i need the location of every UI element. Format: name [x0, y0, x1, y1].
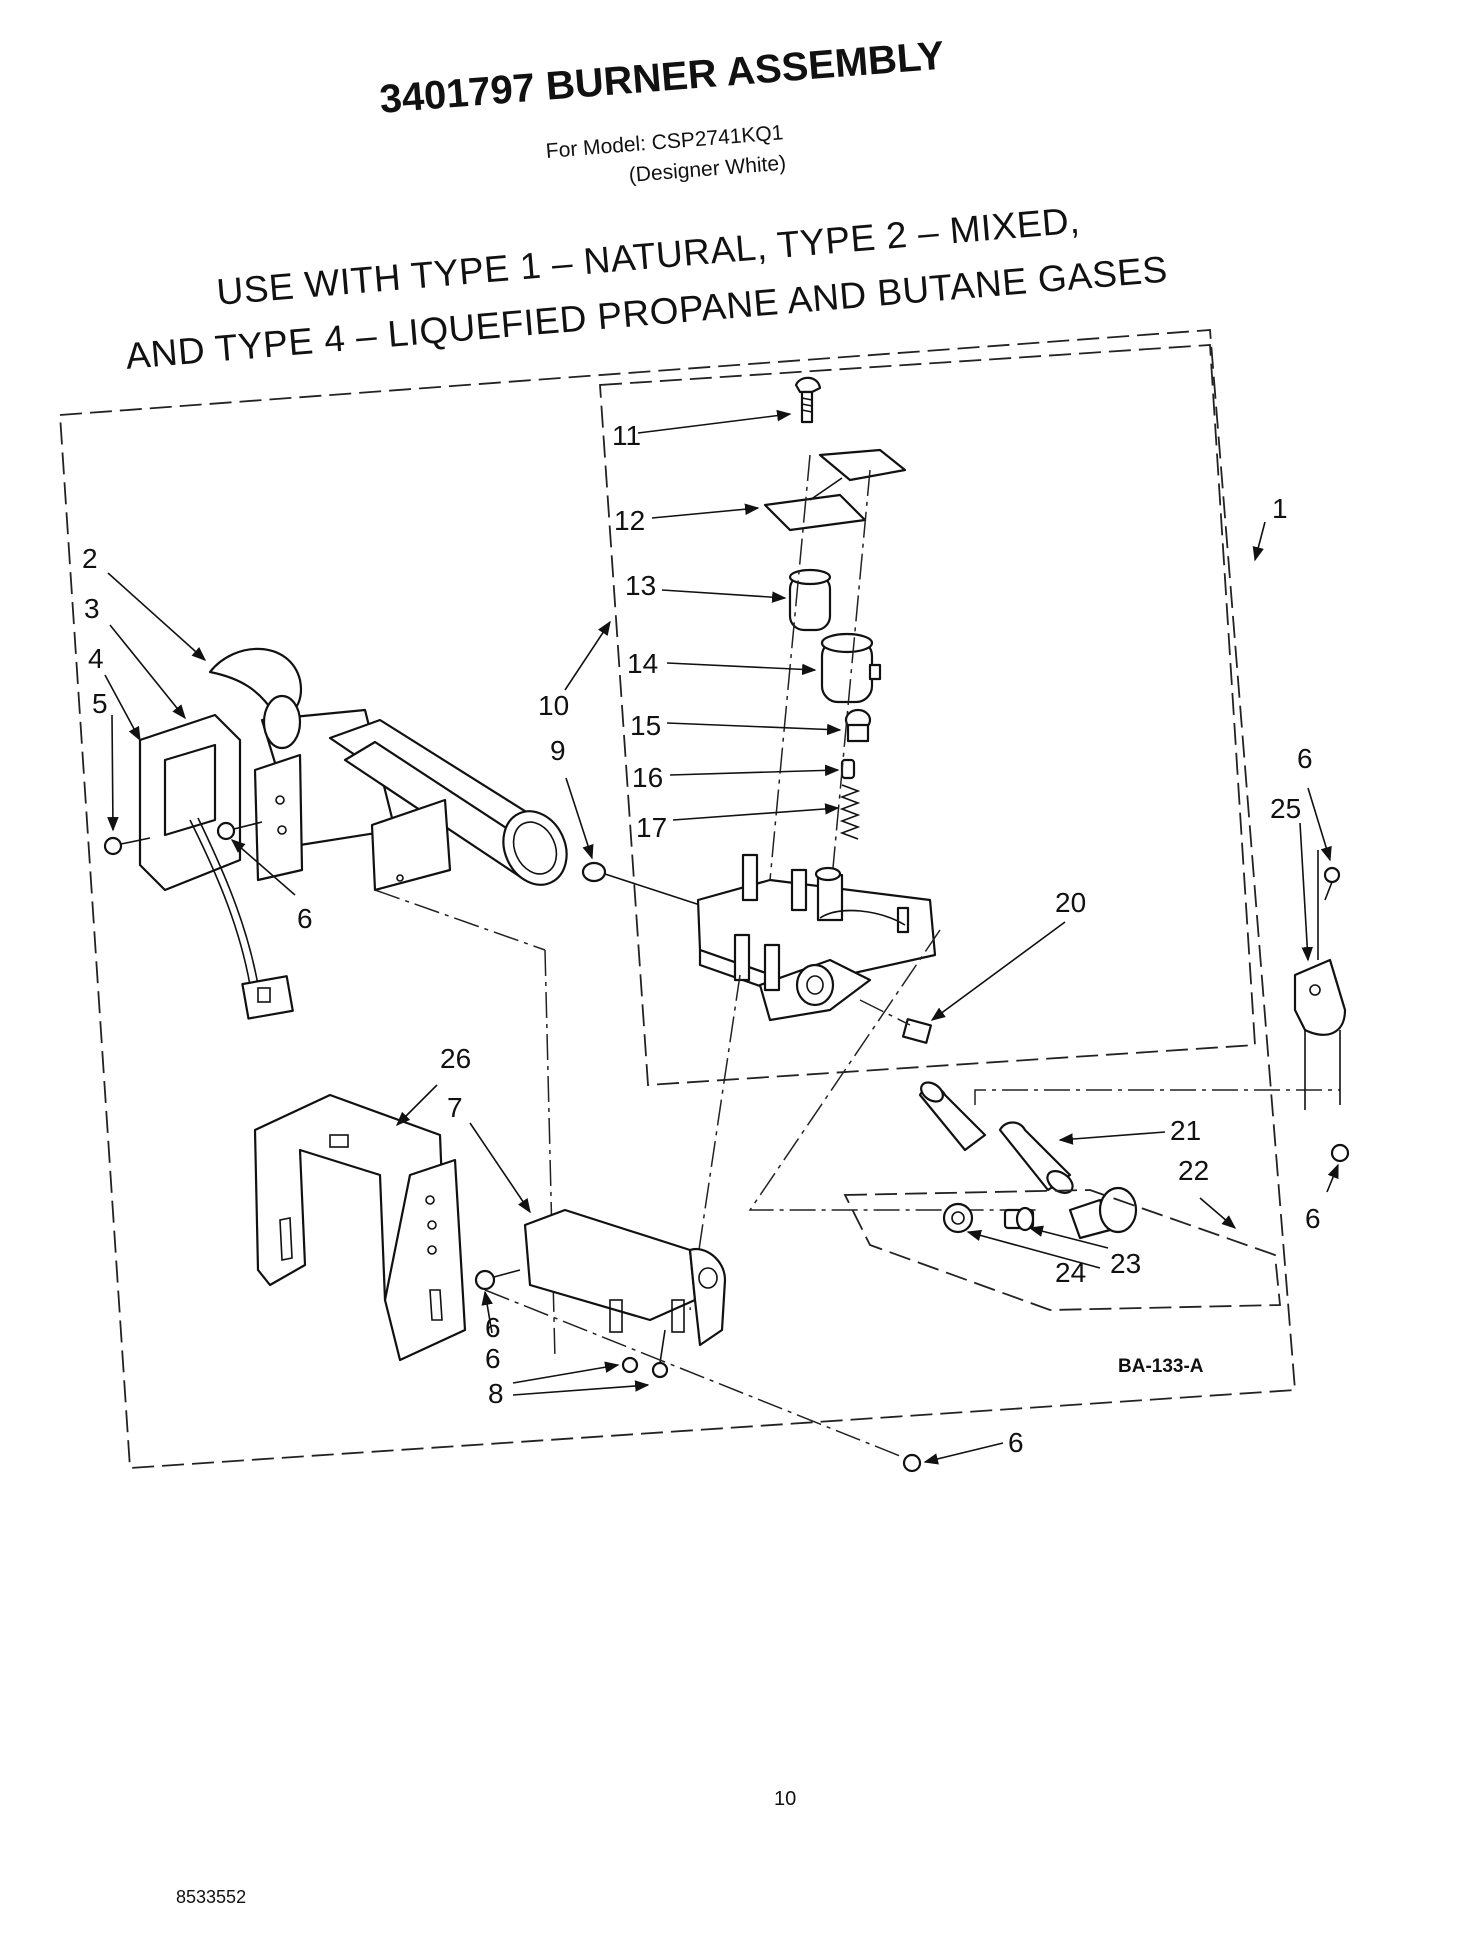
callout-6-bracket: 6 [485, 1312, 501, 1343]
callout-5: 5 [92, 688, 108, 719]
callout-3: 3 [84, 593, 100, 624]
fitting-group-boundary [843, 1189, 1281, 1311]
callout-2: 2 [82, 543, 98, 574]
callout-6-bracket-screw: 6 [485, 1343, 501, 1374]
callout-12: 12 [614, 505, 645, 536]
screw-6c [1323, 866, 1341, 901]
mounting-bracket-part [138, 713, 304, 892]
document-number: 8533552 [176, 1887, 247, 1907]
bracket-25-part [1293, 850, 1347, 1110]
callout-4: 4 [88, 643, 104, 674]
callout-16: 16 [632, 762, 663, 793]
callout-6-right-bottom: 6 [1305, 1203, 1321, 1234]
tube-to-bracket-line [374, 889, 546, 951]
callout-23: 23 [1110, 1248, 1141, 1279]
callout-1: 1 [1272, 493, 1288, 524]
stack-guide-lines [769, 454, 871, 901]
drawing-code: BA-133-A [1118, 1356, 1204, 1377]
callout-7: 7 [447, 1092, 463, 1123]
nut-15-part [844, 708, 872, 743]
callout-6-right-top: 6 [1297, 743, 1313, 774]
valve-to-fitting-line [748, 929, 1040, 1211]
valve-to-connector-line [859, 999, 911, 1026]
wire-harness-part [189, 817, 294, 1020]
callout-25: 25 [1270, 793, 1301, 824]
callout-21: 21 [1170, 1115, 1201, 1146]
pipe-group-bracket [974, 1089, 1340, 1105]
valve-group-boundary [599, 344, 1256, 1086]
orifice-9-part [581, 861, 701, 906]
screw-6d [1330, 1143, 1350, 1163]
screw-6f [621, 1356, 639, 1374]
callout-6-left: 6 [297, 903, 313, 934]
fitting-group-parts [942, 1186, 1138, 1240]
connector-20-part [901, 1018, 933, 1044]
assembly-boundary [59, 329, 1296, 1469]
coil-13-part [788, 568, 832, 632]
spring-17-part [839, 784, 861, 840]
callout-13: 13 [625, 570, 656, 601]
pipe-21-part [918, 1081, 1074, 1195]
lower-bracket-26-part [253, 1093, 467, 1362]
callout-10: 10 [538, 690, 569, 721]
bracket-to-screw-line [484, 1289, 906, 1459]
plunger-16-part [840, 758, 856, 780]
screw-8 [651, 1329, 669, 1379]
callout-9: 9 [550, 735, 566, 766]
tube-bracket-drop-line [544, 949, 556, 1361]
callout-17: 17 [636, 812, 667, 843]
coil-14-part [820, 632, 882, 704]
gas-valve-body-part [696, 853, 937, 1022]
valve-to-bracket-line [689, 974, 741, 1311]
callout-26: 26 [440, 1043, 471, 1074]
callout-15: 15 [630, 710, 661, 741]
callout-20: 20 [1055, 887, 1086, 918]
screw-6a [103, 836, 151, 856]
screw-6e [474, 1269, 521, 1291]
callout-24: 24 [1055, 1257, 1086, 1288]
page-number: 10 [774, 1788, 797, 1810]
callout-6-bottom: 6 [1008, 1427, 1024, 1458]
callout-8: 8 [488, 1378, 504, 1409]
callout-22: 22 [1178, 1155, 1209, 1186]
callout-11: 11 [612, 420, 641, 451]
screw-6g [902, 1453, 922, 1473]
callout-14: 14 [627, 648, 658, 679]
burner-tube-part [328, 718, 568, 892]
screw-6b [216, 821, 263, 841]
screw-11-part [794, 376, 822, 424]
bracket-7-part [523, 1208, 727, 1347]
bracket-12-part [763, 448, 907, 532]
